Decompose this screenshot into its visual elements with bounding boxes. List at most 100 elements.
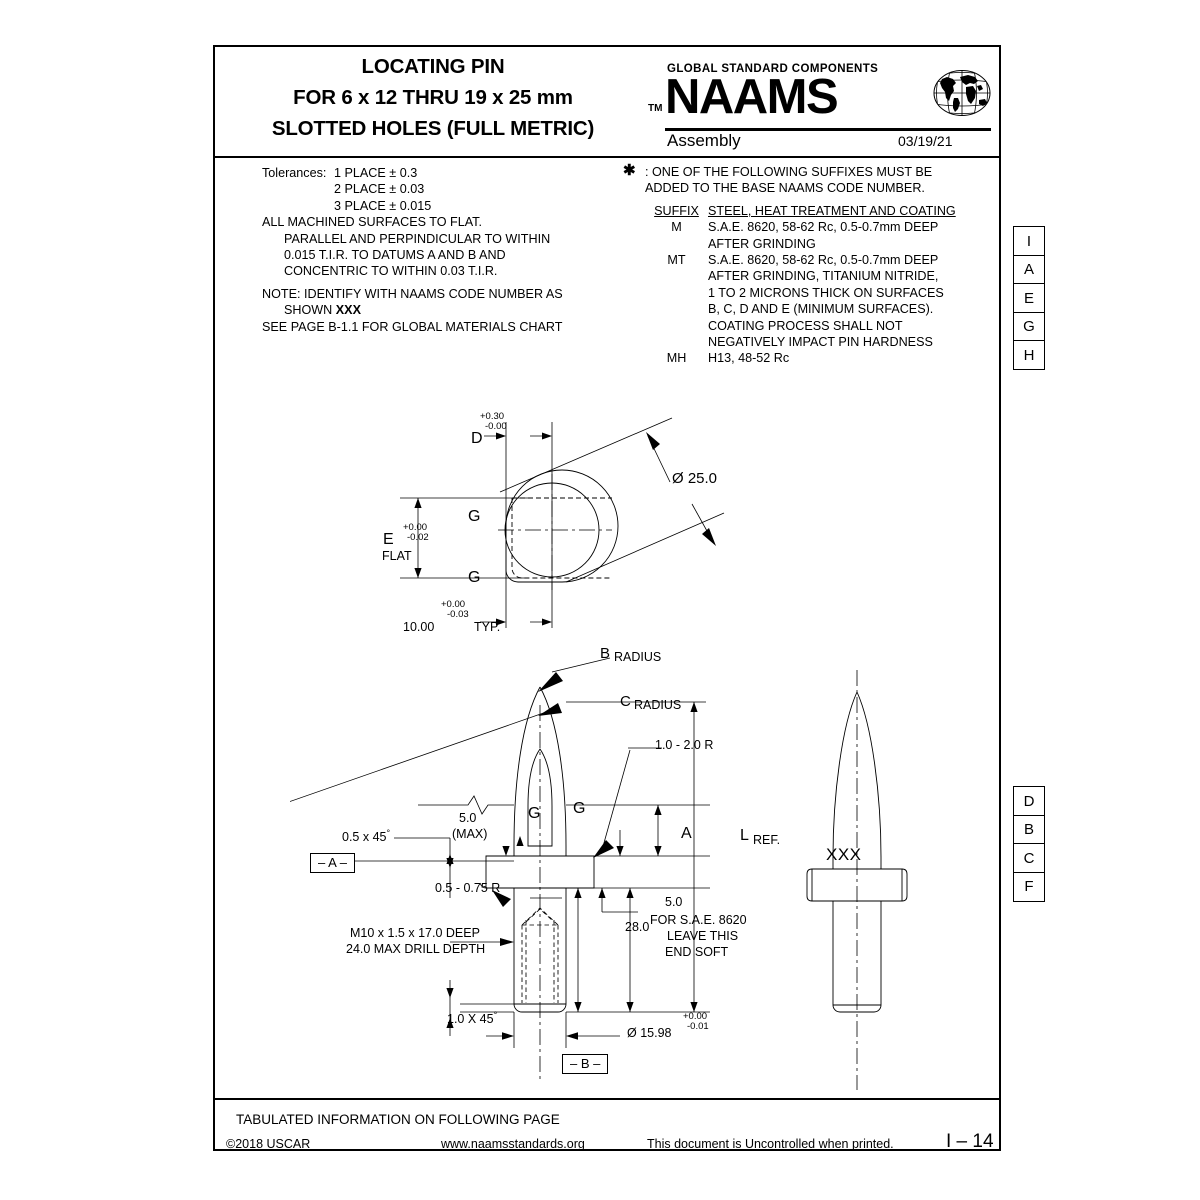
tolerance-note-3: CONCENTRIC TO WITHIN 0.03 T.I.R. xyxy=(284,264,498,279)
suffix-mh-desc-0: H13, 48-52 Rc xyxy=(708,351,790,366)
suffix-mt-desc-0: S.A.E. 8620, 58-62 Rc, 0.5-0.7mm DEEP xyxy=(708,253,939,268)
max-5-0-value: 5.0 xyxy=(459,811,477,825)
e-dimension-letter: E xyxy=(383,531,394,548)
suffix-mt-desc-5: NEGATIVELY IMPACT PIN HARDNESS xyxy=(708,335,933,350)
suffix-intro-line-2: ADDED TO THE BASE NAAMS CODE NUMBER. xyxy=(645,181,925,196)
index-tab-i[interactable]: I xyxy=(1013,226,1045,257)
index-tab-b[interactable]: B xyxy=(1013,814,1045,845)
chamfer-top-label: 0.5 x 45° xyxy=(342,828,391,845)
c-radius-text: RADIUS xyxy=(634,698,682,712)
soft-end-line-3: END SOFT xyxy=(665,945,729,959)
suffix-row-mh: MH H13, 48-52 Rc xyxy=(645,350,1003,366)
tabulated-info-note: TABULATED INFORMATION ON FOLLOWING PAGE xyxy=(236,1112,560,1127)
index-tab-a[interactable]: A xyxy=(1013,254,1045,285)
shank-tolerance-upper: +0.00 xyxy=(683,1011,708,1022)
tolerances-label: Tolerances: xyxy=(262,166,327,180)
drawing-title: LOCATING PIN FOR 6 x 12 THRU 19 x 25 mm … xyxy=(213,51,653,144)
pin-marking-label: XXX xyxy=(826,845,862,864)
e-tolerance-lower-label: -0.02 xyxy=(407,532,429,543)
index-tab-c[interactable]: C xyxy=(1013,843,1045,874)
datum-a-symbol: – A – xyxy=(310,853,355,873)
e-tolerance-upper-label: +0.00 xyxy=(403,522,428,533)
g-label-center-section: G xyxy=(573,800,586,817)
tolerance-note-2: 0.015 T.I.R. TO DATUMS A AND B AND xyxy=(284,248,506,263)
suffix-mt-desc-1: AFTER GRINDING, TITANIUM NITRIDE, xyxy=(708,269,939,284)
index-tabs-top: I A E G H xyxy=(1013,226,1045,371)
d-tolerance-lower-label: -0.00 xyxy=(485,421,507,432)
d-dimension-letter: D xyxy=(471,430,483,447)
index-tab-d[interactable]: D xyxy=(1013,786,1045,817)
suffix-code-mt: MT xyxy=(667,253,686,268)
width-tolerance-lower-label: -0.03 xyxy=(447,609,469,620)
suffix-row-mt: MT S.A.E. 8620, 58-62 Rc, 0.5-0.7mm DEEP… xyxy=(645,252,1003,350)
c-radius-letter: C xyxy=(620,693,631,710)
suffix-header-code: SUFFIX xyxy=(654,203,699,218)
suffix-mt-desc-2: 1 TO 2 MICRONS THICK ON SURFACES xyxy=(708,285,944,300)
identification-note: NOTE: IDENTIFY WITH NAAMS CODE NUMBER AS… xyxy=(262,286,642,335)
chamfer-bottom-label: 1.0 X 45° xyxy=(447,1010,498,1027)
note-code-placeholder: XXX xyxy=(335,303,361,318)
shank-diameter-label: Ø 15.98 xyxy=(627,1026,672,1040)
max-label: (MAX) xyxy=(452,827,488,841)
assembly-category-label: Assembly xyxy=(667,131,741,150)
dim-l-letter: L xyxy=(740,827,749,844)
dim-a-label: A xyxy=(681,825,692,842)
asterisk-icon: ✱ xyxy=(623,162,636,179)
soft-end-line-2: LEAVE THIS xyxy=(667,929,739,943)
note-line-2-prefix: SHOWN xyxy=(284,303,336,318)
diameter-25-label: Ø 25.0 xyxy=(672,470,718,487)
tolerance-note-0: ALL MACHINED SURFACES TO FLAT. xyxy=(262,215,482,230)
suffix-m-desc-1: AFTER GRINDING xyxy=(708,236,816,251)
d-tolerance-upper-label: +0.30 xyxy=(480,411,505,422)
index-tab-e[interactable]: E xyxy=(1013,283,1045,314)
index-tab-h[interactable]: H xyxy=(1013,340,1045,371)
b-radius-letter: B xyxy=(600,645,611,662)
suffix-mt-desc-3: B, C, D AND E (MINIMUM SURFACES). xyxy=(708,302,934,317)
g-label-lower-topview: G xyxy=(468,569,481,586)
note-line-3: SEE PAGE B-1.1 FOR GLOBAL MATERIALS CHAR… xyxy=(262,319,563,334)
index-tab-f[interactable]: F xyxy=(1013,871,1045,902)
suffix-intro-line-1: : ONE OF THE FOLLOWING SUFFIXES MUST BE xyxy=(645,165,933,179)
suffix-header-desc: STEEL, HEAT TREATMENT AND COATING xyxy=(708,203,956,218)
note-line-1: NOTE: IDENTIFY WITH NAAMS CODE NUMBER AS xyxy=(262,287,563,301)
sheet-border xyxy=(213,45,1001,1151)
global-standard-components-tagline: GLOBAL STANDARD COMPONENTS xyxy=(667,63,879,75)
suffix-row-m: M S.A.E. 8620, 58-62 Rc, 0.5-0.7mm DEEP … xyxy=(645,219,1003,252)
title-line-3: SLOTTED HOLES (FULL METRIC) xyxy=(271,117,595,140)
width-typ-label: TYP. xyxy=(474,620,501,634)
dim-l-ref-text: REF. xyxy=(753,833,781,847)
fillet-lower-label: 0.5 - 0.75 R xyxy=(435,881,501,895)
b-radius-text: RADIUS xyxy=(614,650,662,664)
soft-end-line-1: FOR S.A.E. 8620 xyxy=(650,913,747,927)
dim-28-label: 28.0 xyxy=(625,920,650,934)
fillet-top-label: 1.0 - 2.0 R xyxy=(655,738,714,752)
thread-spec-line-2: 24.0 MAX DRILL DEPTH xyxy=(346,942,486,956)
width-tolerance-upper-label: +0.00 xyxy=(441,599,466,610)
right-elevation-view xyxy=(800,665,970,1095)
thread-spec-line-1: M10 x 1.5 x 17.0 DEEP xyxy=(350,926,480,940)
tolerance-row-2: 3 PLACE ± 0.015 xyxy=(334,198,432,213)
tolerance-note-1: PARALLEL AND PERPINDICULAR TO WITHIN xyxy=(284,231,551,246)
index-tabs-bottom: D B C F xyxy=(1013,786,1045,902)
width-value-label: 10.00 xyxy=(403,620,435,634)
suffix-mt-desc-4: COATING PROCESS SHALL NOT xyxy=(708,318,903,333)
website-url[interactable]: www.naamsstandards.org xyxy=(441,1137,585,1151)
e-flat-label: FLAT xyxy=(382,549,412,563)
datum-b-symbol: – B – xyxy=(562,1054,609,1074)
suffix-note-block: ✱ : ONE OF THE FOLLOWING SUFFIXES MUST B… xyxy=(623,162,1003,367)
suffix-table: SUFFIX STEEL, HEAT TREATMENT AND COATING… xyxy=(645,203,1003,367)
shank-tolerance-lower: -0.01 xyxy=(687,1021,709,1032)
revision-date: 03/19/21 xyxy=(898,133,953,149)
globe-icon xyxy=(933,68,991,118)
page-number: I – 14 xyxy=(946,1131,994,1152)
copyright-label: ©2018 USCAR xyxy=(226,1137,311,1151)
suffix-code-mh: MH xyxy=(666,351,687,366)
index-tab-g[interactable]: G xyxy=(1013,311,1045,342)
top-view-drawing xyxy=(380,400,800,650)
tolerances-note: Tolerances:1 PLACE ± 0.3 2 PLACE ± 0.03 … xyxy=(262,165,622,280)
naams-brand-block: GLOBAL STANDARD COMPONENTS TM NAAMS xyxy=(645,49,997,154)
trademark-mark: TM xyxy=(648,103,663,114)
title-line-1: LOCATING PIN xyxy=(361,55,505,78)
title-line-2: FOR 6 x 12 THRU 19 x 25 mm xyxy=(293,86,573,109)
